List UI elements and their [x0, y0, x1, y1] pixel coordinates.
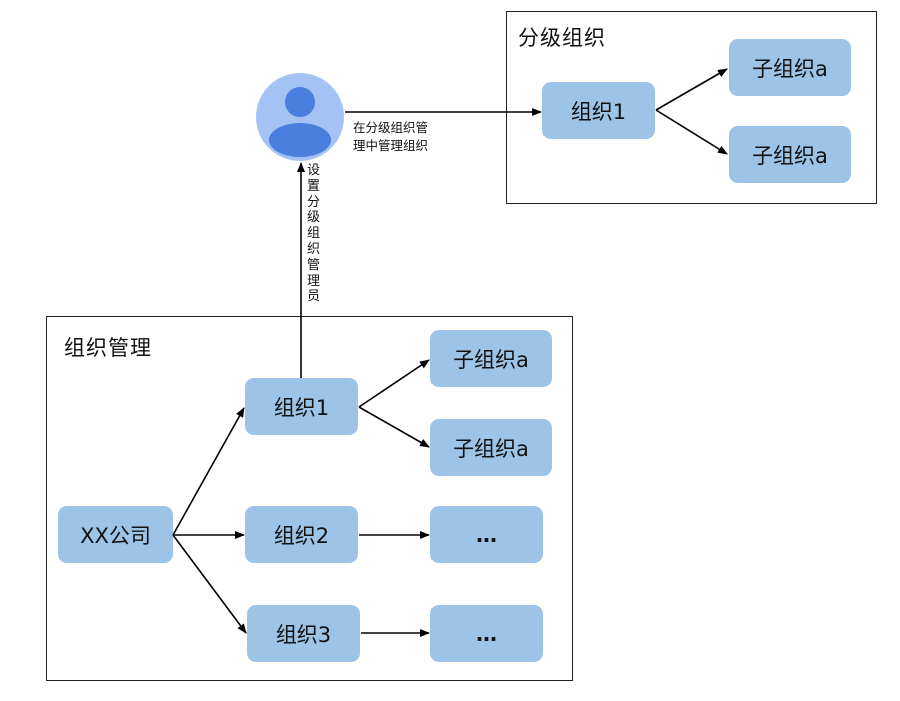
- suborg-node-2: 子组织a: [430, 419, 552, 476]
- arrow-org1-to-suborg-1: [358, 359, 430, 408]
- user-avatar-icon: [256, 73, 344, 161]
- org2-more-node: …: [430, 506, 543, 563]
- top-suborg-node-2: 子组织a: [729, 126, 851, 183]
- set-tiered-admin-label: 设置分级组织管理员: [306, 163, 320, 305]
- top-suborg-node-1: 子组织a: [729, 39, 851, 96]
- avatar-head-shape: [285, 87, 315, 117]
- avatar-body-shape: [269, 123, 331, 157]
- tiered-org-panel-title: 分级组织: [518, 26, 606, 50]
- manage-in-tiered-label: 在分级组织管 理中管理组织: [353, 119, 428, 155]
- org1-node: 组织1: [245, 378, 358, 435]
- arrow-top-org1-to-suborg-1: [655, 68, 728, 111]
- manage-in-tiered-label-line-2: 理中管理组织: [353, 138, 429, 153]
- arrow-org1-to-suborg-2: [358, 406, 430, 448]
- org3-node: 组织3: [247, 605, 360, 662]
- org2-node: 组织2: [245, 506, 358, 563]
- arrow-company-to-org3: [172, 534, 247, 634]
- company-node: XX公司: [58, 506, 173, 563]
- manage-in-tiered-label-line-1: 在分级组织管: [353, 120, 429, 135]
- top-org1-node: 组织1: [542, 82, 655, 139]
- arrow-top-org1-to-suborg-2: [655, 109, 728, 155]
- org-management-panel-title: 组织管理: [64, 336, 152, 360]
- suborg-node-1: 子组织a: [430, 330, 552, 387]
- org3-more-node: …: [430, 605, 543, 662]
- arrow-company-to-org1: [172, 407, 245, 536]
